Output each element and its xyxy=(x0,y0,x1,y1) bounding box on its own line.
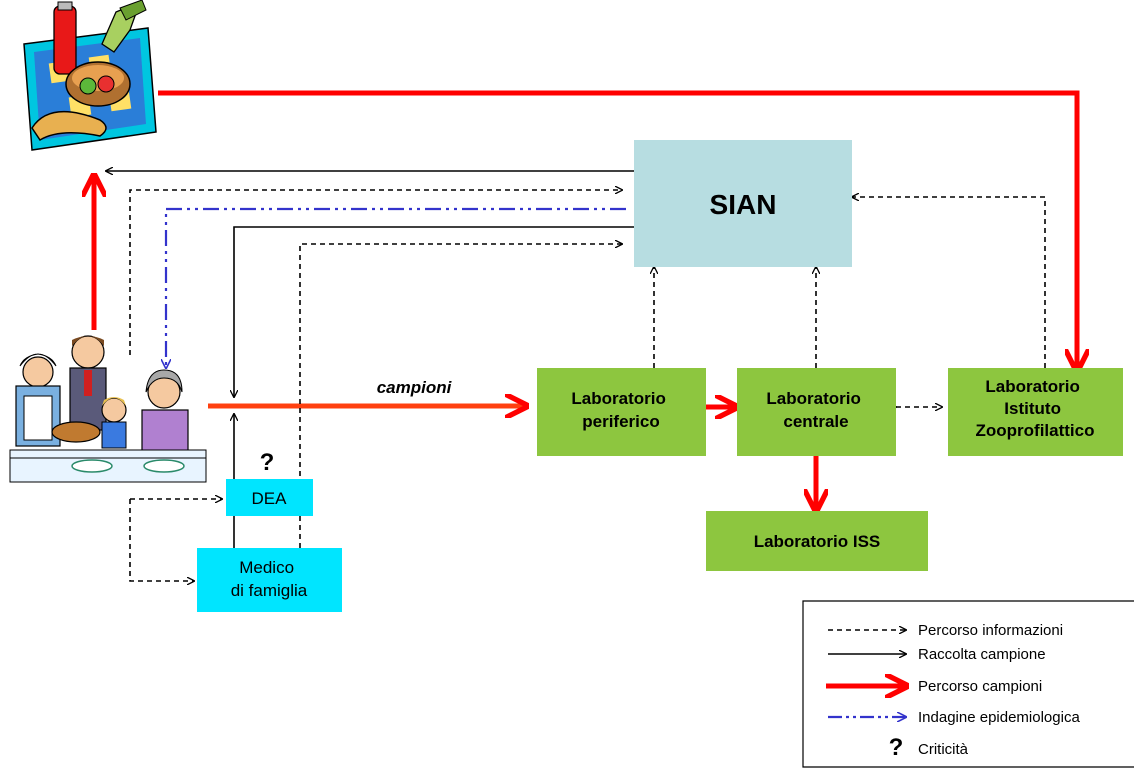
collection-paths xyxy=(106,171,634,548)
legend-item-collection: Raccolta campione xyxy=(828,646,1046,663)
criticita-marker: ? xyxy=(260,449,275,476)
campioni-label: campioni xyxy=(377,378,453,397)
legend-label-collection: Raccolta campione xyxy=(918,646,1046,663)
legend-item-info: Percorso informazioni xyxy=(828,622,1063,639)
lab-centrale-box[interactable]: Laboratorio centrale xyxy=(737,368,896,456)
sian-label: SIAN xyxy=(710,189,777,220)
medico-to-sian-info xyxy=(299,244,622,548)
legend-label-criticality: Criticità xyxy=(918,741,969,758)
legend-item-epidemiology: Indagine epidemiologica xyxy=(828,709,1080,726)
food-to-izs-arrow xyxy=(158,90,1077,368)
legend-label-samples: Percorso campioni xyxy=(918,678,1042,695)
dea-box[interactable]: DEA xyxy=(226,479,313,516)
legend-criticality-symbol: ? xyxy=(889,734,904,761)
legend-item-samples: Percorso campioni xyxy=(826,678,1042,695)
lab-iss-label: Laboratorio ISS xyxy=(754,532,881,551)
lab-izs-box[interactable]: Laboratorio Istituto Zooprofilattico xyxy=(948,368,1123,456)
family-dinner-icon xyxy=(9,335,207,483)
medico-box[interactable]: Medico di famiglia xyxy=(197,548,342,612)
izs-to-sian-info xyxy=(852,197,1046,368)
lab-periferico-box[interactable]: Laboratorio periferico xyxy=(537,368,706,456)
legend-item-criticality: ? Criticità xyxy=(889,734,969,761)
lab-iss-box[interactable]: Laboratorio ISS xyxy=(706,511,928,571)
legend-label-info: Percorso informazioni xyxy=(918,622,1063,639)
sian-box[interactable]: SIAN xyxy=(634,140,852,267)
family-to-medico-info xyxy=(129,499,194,581)
dea-label: DEA xyxy=(252,489,288,508)
sample-paths xyxy=(94,90,1077,508)
information-paths xyxy=(129,190,1046,581)
legend-label-epidemiology: Indagine epidemiologica xyxy=(918,709,1080,726)
lab-centrale-label: Laboratorio centrale xyxy=(766,389,865,431)
epidemiological-path xyxy=(166,207,626,368)
family-to-sian-info xyxy=(129,190,622,355)
lab-periferico-label: Laboratorio periferico xyxy=(571,389,670,431)
lab-izs-label: Laboratorio Istituto Zooprofilattico xyxy=(976,377,1095,440)
medico-label: Medico di famiglia xyxy=(231,558,308,600)
food-basket-icon xyxy=(23,0,157,151)
sian-to-collection-arrow xyxy=(234,226,634,397)
legend: Percorso informazioni Raccolta campione … xyxy=(802,600,1134,768)
